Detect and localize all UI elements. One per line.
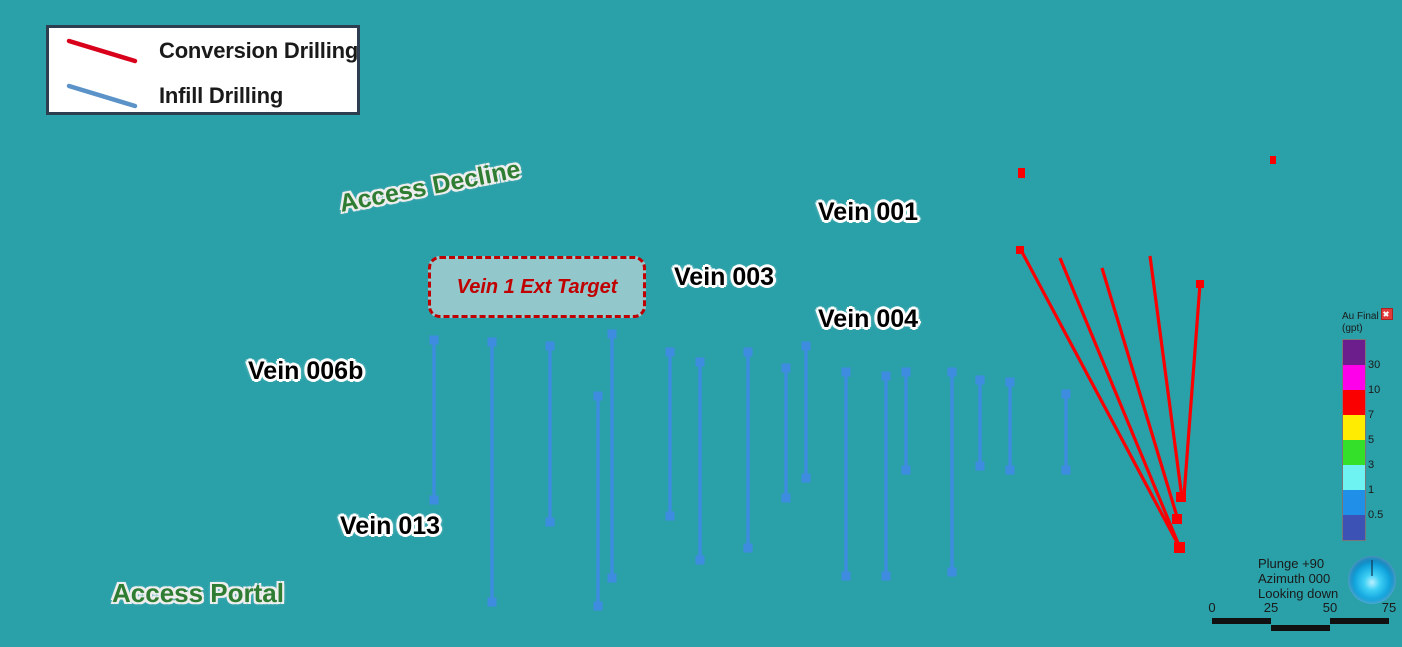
- infill-hole-trace[interactable]: [881, 371, 891, 581]
- legend-item-infill: Infill Drilling: [49, 73, 357, 118]
- colorbar-tick-0.5: 0.5: [1368, 509, 1384, 521]
- colorbar-band-5: [1343, 465, 1365, 490]
- colorbar-band-6: [1343, 490, 1365, 515]
- scale-bar-labels: 0 25 50 75: [1208, 600, 1396, 616]
- colorbar-tick-labels: 30 10 7 5 3 1 0.5: [1368, 339, 1398, 528]
- scale-bar-label-75: 75: [1381, 600, 1397, 615]
- infill-hole-trace[interactable]: [607, 329, 617, 583]
- orientation-sphere-icon[interactable]: [1348, 556, 1396, 604]
- drilling-legend: Conversion Drilling Infill Drilling: [46, 25, 360, 115]
- colorbar-band-4: [1343, 440, 1365, 465]
- infill-hole-trace[interactable]: [743, 347, 753, 553]
- colorbar-gradient: [1342, 339, 1366, 541]
- colorbar-title-line2: (gpt): [1342, 323, 1363, 334]
- infill-hole-trace[interactable]: [901, 367, 911, 475]
- infill-hole-trace[interactable]: [545, 341, 555, 527]
- scale-bar-label-25: 25: [1263, 600, 1279, 615]
- scale-bar-label-0: 0: [1208, 600, 1216, 615]
- diagonal-line-icon: [65, 82, 141, 110]
- colorbar-band-3: [1343, 415, 1365, 440]
- orientation-azimuth: Azimuth 000: [1258, 571, 1331, 586]
- orientation-indicator: Plunge +90 Azimuth 000 Looking down: [1258, 556, 1396, 604]
- diagonal-line-icon: [65, 37, 141, 65]
- conversion-collar-markers: [1016, 246, 1204, 553]
- infill-drilling-traces[interactable]: [429, 329, 1071, 611]
- vein-label-003: Vein 003: [674, 263, 775, 291]
- infill-hole-trace[interactable]: [695, 357, 705, 565]
- colorbar-band-0: [1343, 340, 1365, 365]
- infill-hole-trace[interactable]: [947, 367, 957, 577]
- colorbar-band-7: [1343, 515, 1365, 540]
- legend-item-conversion: Conversion Drilling: [49, 28, 359, 73]
- infill-hole-trace[interactable]: [429, 335, 439, 505]
- infill-hole-trace[interactable]: [1005, 377, 1015, 475]
- colorbar-tick-3: 3: [1368, 459, 1375, 471]
- vein-1-ext-target-callout[interactable]: Vein 1 Ext Target: [428, 256, 646, 318]
- au-final-colorbar: Au Final (gpt) 30 10 7 5 3 1 0.5: [1342, 308, 1398, 543]
- access-portal-label: Access Portal: [112, 578, 284, 608]
- colorbar-tick-30: 30: [1368, 359, 1381, 371]
- conversion-drilling-traces[interactable]: [1020, 251, 1202, 549]
- colorbar-band-1: [1343, 365, 1365, 390]
- infill-hole-trace[interactable]: [975, 375, 985, 471]
- vein-label-004: Vein 004: [818, 305, 919, 333]
- legend-label-infill: Infill Drilling: [159, 83, 284, 108]
- close-icon[interactable]: [1380, 308, 1393, 320]
- orientation-looking: Looking down: [1258, 586, 1339, 601]
- infill-hole-trace[interactable]: [801, 341, 811, 483]
- scale-bar-label-50: 50: [1322, 600, 1338, 615]
- vein-label-006b: Vein 006b: [248, 357, 364, 385]
- colorbar-title: Au Final (gpt): [1342, 308, 1398, 335]
- infill-hole-trace[interactable]: [841, 367, 851, 581]
- colorbar-band-2: [1343, 390, 1365, 415]
- scale-bar-segments: [1212, 618, 1390, 632]
- colorbar-tick-5: 5: [1368, 434, 1375, 446]
- colorbar-tick-10: 10: [1368, 384, 1381, 396]
- infill-hole-trace[interactable]: [665, 347, 675, 521]
- colorbar-tick-7: 7: [1368, 409, 1375, 421]
- infill-hole-trace[interactable]: [1061, 389, 1071, 475]
- vein-label-001: Vein 001: [818, 198, 919, 226]
- colorbar-tick-1: 1: [1368, 484, 1375, 496]
- scale-bar: 0 25 50 75: [1208, 600, 1396, 632]
- vein-label-013: Vein 013: [340, 512, 441, 540]
- colorbar-title-line1: Au Final: [1342, 311, 1379, 322]
- legend-label-conversion: Conversion Drilling: [159, 38, 359, 63]
- infill-hole-trace[interactable]: [593, 391, 603, 611]
- orientation-plunge: Plunge +90: [1258, 556, 1325, 571]
- target-callout-label: Vein 1 Ext Target: [456, 275, 618, 298]
- conversion-intercept-markers: [1018, 156, 1276, 178]
- infill-hole-trace[interactable]: [487, 337, 497, 607]
- infill-hole-trace[interactable]: [781, 363, 791, 503]
